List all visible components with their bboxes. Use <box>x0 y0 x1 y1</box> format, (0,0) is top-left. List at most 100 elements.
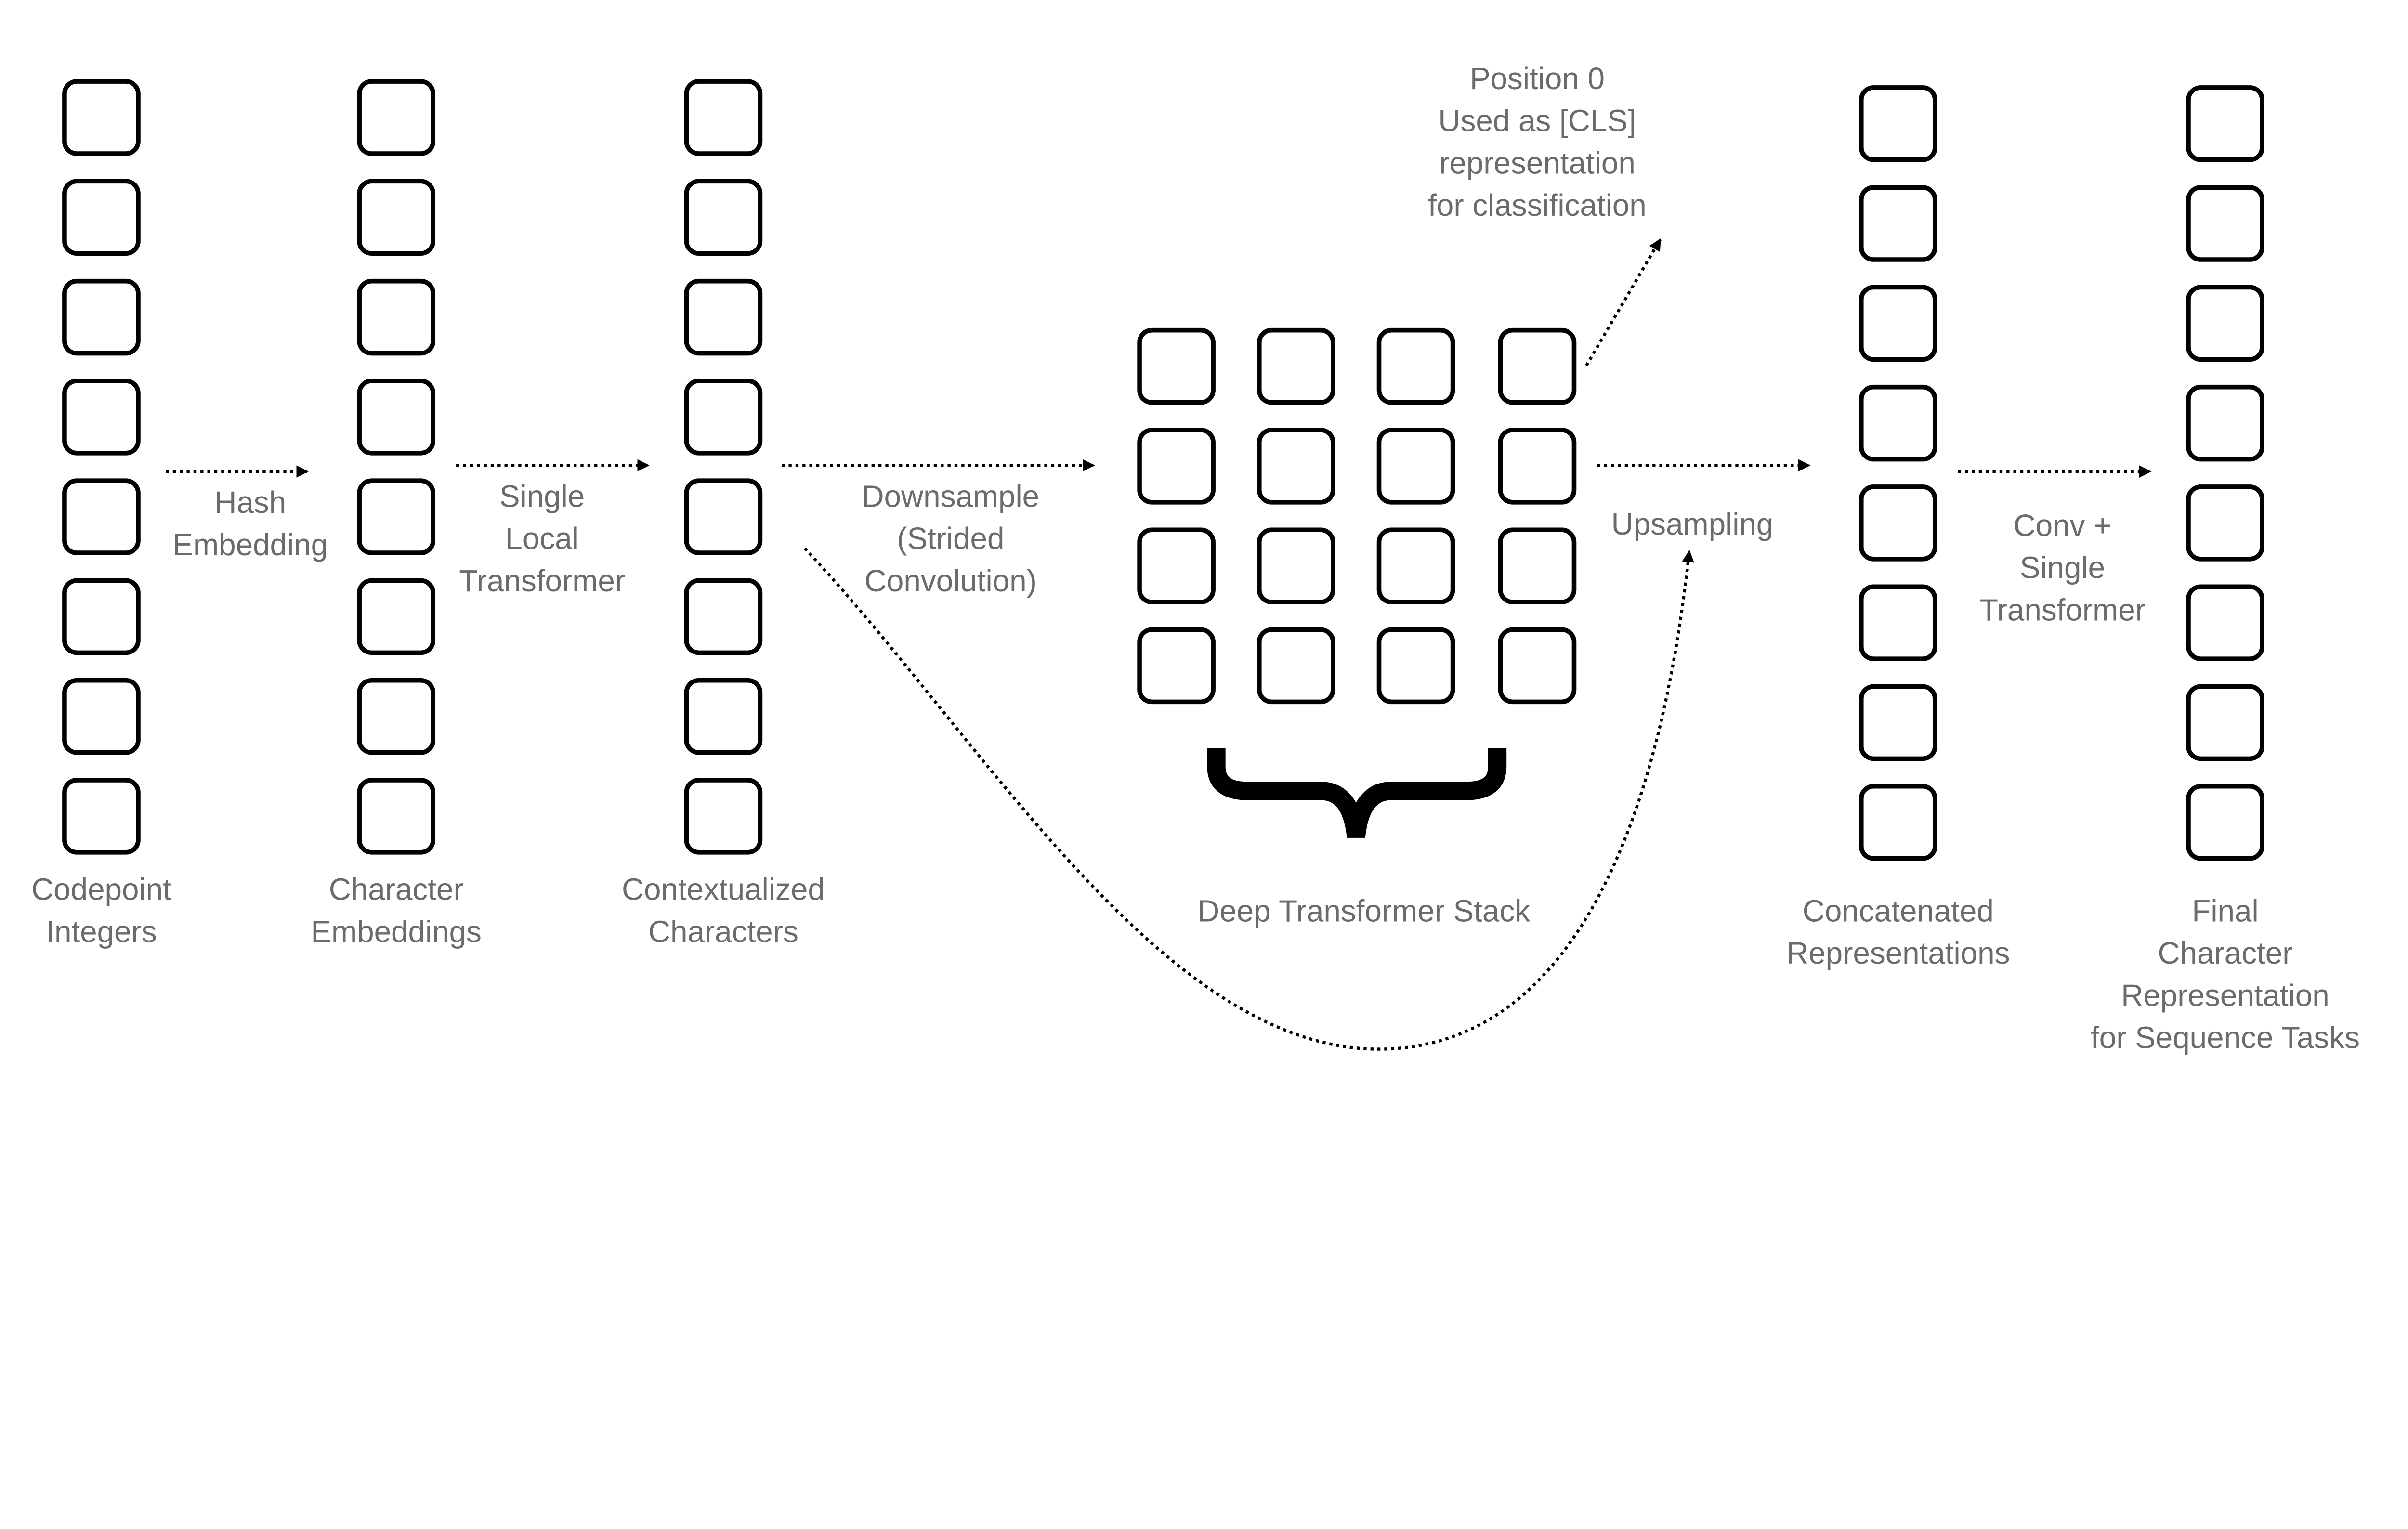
downsample-label-line: Downsample <box>862 479 1040 513</box>
arrow-cls <box>1585 238 1662 366</box>
upsampling-label: Upsampling <box>1611 507 1774 541</box>
column-2-box <box>357 478 436 555</box>
final-representation-label-line: Final <box>2192 893 2258 928</box>
column-3-box <box>684 778 763 855</box>
column-5-box <box>2186 85 2264 162</box>
column-5-box <box>2186 784 2264 861</box>
column-2-box <box>357 578 436 655</box>
transformer-stack-box <box>1257 428 1335 505</box>
deep-transformer-stack-label: Deep Transformer Stack <box>1197 893 1530 928</box>
column-4-box <box>1859 584 1937 661</box>
column-2-box <box>357 79 436 156</box>
column-5-box <box>2186 484 2264 562</box>
cls-note-label-line: for classification <box>1428 188 1647 222</box>
contextualized-characters-label-line: Contextualized <box>622 872 825 907</box>
column-2-box <box>357 778 436 855</box>
upsampling-label-line: Upsampling <box>1611 507 1774 541</box>
transformer-stack-box <box>1498 527 1577 604</box>
conv-transformer-label-line: Conv + <box>2014 508 2112 543</box>
cls-note-label-line: Position 0 <box>1470 61 1605 96</box>
transformer-stack-box <box>1498 327 1577 405</box>
contextualized-characters-label-line: Characters <box>648 914 798 949</box>
transformer-stack-box <box>1137 627 1216 705</box>
column-4-box <box>1859 684 1937 761</box>
downsample-label-line: Convolution) <box>864 563 1037 598</box>
column-3-box <box>684 179 763 256</box>
transformer-stack-box <box>1137 428 1216 505</box>
column-1-box <box>62 278 141 356</box>
transformer-stack-box <box>1498 627 1577 705</box>
local-transformer-label-line: Transformer <box>459 563 625 598</box>
transformer-stack-box <box>1257 527 1335 604</box>
column-1-box <box>62 379 141 456</box>
transformer-stack-box <box>1257 627 1335 705</box>
column-4-box <box>1859 484 1937 562</box>
transformer-stack-box <box>1376 627 1455 705</box>
column-3-box <box>684 79 763 156</box>
local-transformer-label-line: Local <box>505 521 578 556</box>
column-1-box <box>62 79 141 156</box>
transformer-stack-box <box>1376 428 1455 505</box>
codepoint-integers-label-line: Integers <box>46 914 157 949</box>
column-4-box <box>1859 85 1937 162</box>
final-representation-label-line: Representation <box>2121 978 2329 1013</box>
codepoint-integers-label-line: Codepoint <box>31 872 171 907</box>
transformer-stack-box <box>1257 327 1335 405</box>
column-5-box <box>2186 384 2264 462</box>
column-5-box <box>2186 185 2264 262</box>
cls-note-label: Position 0 Used as [CLS] representation for… <box>1428 61 1647 222</box>
column-5-box <box>2186 684 2264 761</box>
column-3-box <box>684 578 763 655</box>
column-2-box <box>357 278 436 356</box>
hash-embedding-label-line: Embedding <box>172 527 328 562</box>
column-3-box <box>684 678 763 755</box>
final-representation-label-line: for Sequence Tasks <box>2091 1020 2360 1055</box>
column-4-box <box>1859 384 1937 462</box>
arrow-residual-skip <box>803 547 1694 1051</box>
curly-brace <box>1207 748 1507 838</box>
column-1-box <box>62 678 141 755</box>
column-4-box <box>1859 285 1937 362</box>
transformer-stack-box <box>1498 428 1577 505</box>
deep-transformer-stack-label-line: Deep Transformer Stack <box>1197 893 1530 928</box>
column-2-box <box>357 179 436 256</box>
character-embeddings-label-line: Embeddings <box>311 914 481 949</box>
column-3-box <box>684 379 763 456</box>
column-4-box <box>1859 185 1937 262</box>
final-representation-label-line: Character <box>2158 936 2293 970</box>
concatenated-representations-label-line: Representations <box>1786 936 2010 970</box>
transformer-stack-box <box>1137 527 1216 604</box>
column-1-box <box>62 778 141 855</box>
column-1-box <box>62 578 141 655</box>
conv-transformer-label-line: Single <box>2020 550 2105 585</box>
transformer-stack-box <box>1376 527 1455 604</box>
hash-embedding-label-line: Hash <box>214 485 286 520</box>
transformer-stack-box <box>1137 327 1216 405</box>
concatenated-representations-label-line: Concatenated <box>1803 893 1994 928</box>
column-2-box <box>357 678 436 755</box>
cls-note-label-line: representation <box>1439 145 1636 180</box>
downsample-label-line: (Strided <box>897 521 1004 556</box>
column-2-box <box>357 379 436 456</box>
transformer-stack-box <box>1376 327 1455 405</box>
column-5-box <box>2186 285 2264 362</box>
cls-note-label-line: Used as [CLS] <box>1438 104 1636 138</box>
column-4-box <box>1859 784 1937 861</box>
column-5-box <box>2186 584 2264 661</box>
local-transformer-label-line: Single <box>499 479 585 513</box>
column-1-box <box>62 179 141 256</box>
character-embeddings-label-line: Character <box>329 872 464 907</box>
column-3-box <box>684 278 763 356</box>
column-1-box <box>62 478 141 555</box>
conv-transformer-label-line: Transformer <box>1979 592 2146 627</box>
